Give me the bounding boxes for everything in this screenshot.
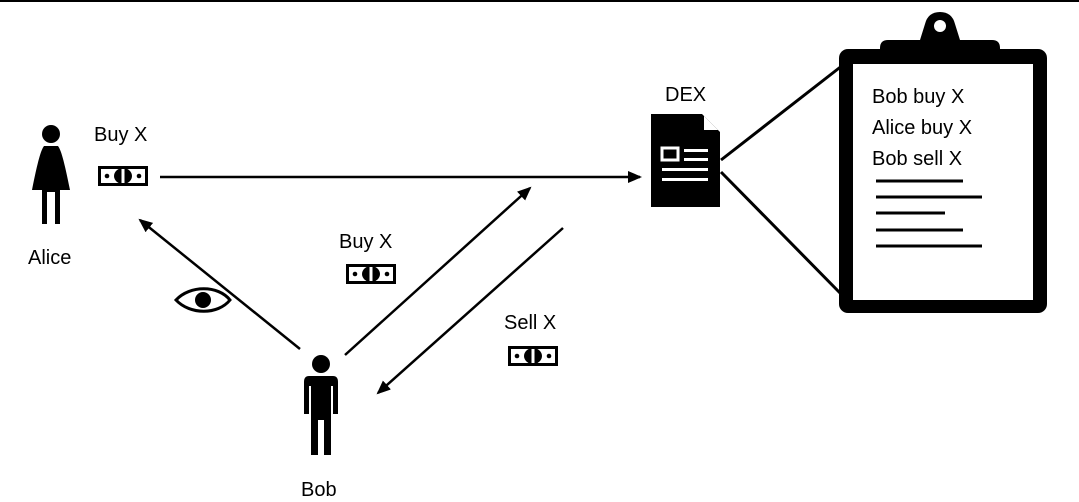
connector-dex-clipboard-bottom (719, 170, 845, 298)
alice-order-label: Buy X (94, 124, 148, 146)
bob-buy-label: Buy X (339, 231, 393, 253)
alice-order-banknote-icon (98, 166, 148, 186)
alice-person-icon (32, 125, 70, 224)
eye-icon (173, 287, 232, 313)
ledger-entry: Alice buy X (872, 117, 973, 139)
alice-label: Alice (28, 247, 72, 269)
arrow-bob-buy-to-dex (344, 186, 532, 356)
ledger-placeholder-lines (876, 179, 982, 248)
bob-sell-label: Sell X (504, 312, 557, 334)
dex-label: DEX (665, 84, 707, 106)
dex-document-icon (651, 114, 720, 207)
connector-dex-clipboard-top (720, 63, 844, 162)
bob-sell-banknote-icon (508, 346, 558, 366)
ledger-entry: Bob buy X (872, 86, 965, 108)
bob-label: Bob (301, 479, 337, 501)
arrow-bob-observes-alice (138, 218, 301, 350)
ledger-entry: Bob sell X (872, 148, 963, 170)
bob-buy-banknote-icon (346, 264, 396, 284)
arrow-bob-sell-from-dex (376, 227, 564, 395)
bob-person-icon (304, 355, 338, 455)
